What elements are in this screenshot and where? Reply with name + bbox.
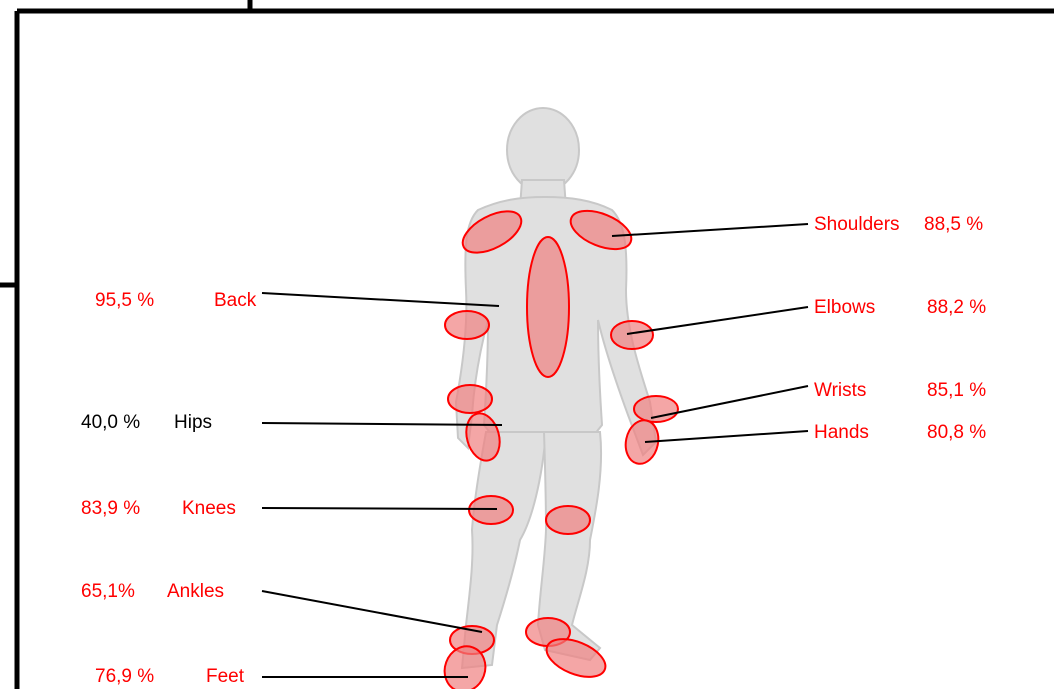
wrist-right-marker <box>634 396 678 422</box>
knees-label: Knees <box>182 498 236 520</box>
wrist-left-marker <box>448 385 492 413</box>
ankles-value: 65,1% <box>81 581 135 603</box>
shoulders-connector <box>612 224 808 236</box>
hands-label: Hands <box>814 422 869 444</box>
knees-value: 83,9 % <box>81 498 140 520</box>
human-silhouette <box>456 108 656 668</box>
elbows-connector <box>627 307 808 334</box>
hands-connector <box>645 431 808 442</box>
ankles-connector <box>262 591 482 632</box>
back-connector <box>262 293 499 306</box>
hips-label: Hips <box>174 412 212 434</box>
knee-left-marker <box>469 496 513 524</box>
back-marker <box>527 237 569 377</box>
elbows-label: Elbows <box>814 297 875 319</box>
back-label: Back <box>214 290 256 312</box>
wrists-label: Wrists <box>814 380 866 402</box>
wrists-value: 85,1 % <box>927 380 986 402</box>
elbow-right-marker <box>611 321 653 349</box>
knee-right-marker <box>546 506 590 534</box>
shoulders-value: 88,5 % <box>924 214 983 236</box>
elbows-value: 88,2 % <box>927 297 986 319</box>
back-value: 95,5 % <box>95 290 154 312</box>
ankles-label: Ankles <box>167 581 224 603</box>
feet-label: Feet <box>206 666 244 688</box>
hands-value: 80,8 % <box>927 422 986 444</box>
hips-value: 40,0 % <box>81 412 140 434</box>
shoulders-label: Shoulders <box>814 214 900 236</box>
knees-connector <box>262 508 497 509</box>
elbow-left-marker <box>445 311 489 339</box>
feet-value: 76,9 % <box>95 666 154 688</box>
